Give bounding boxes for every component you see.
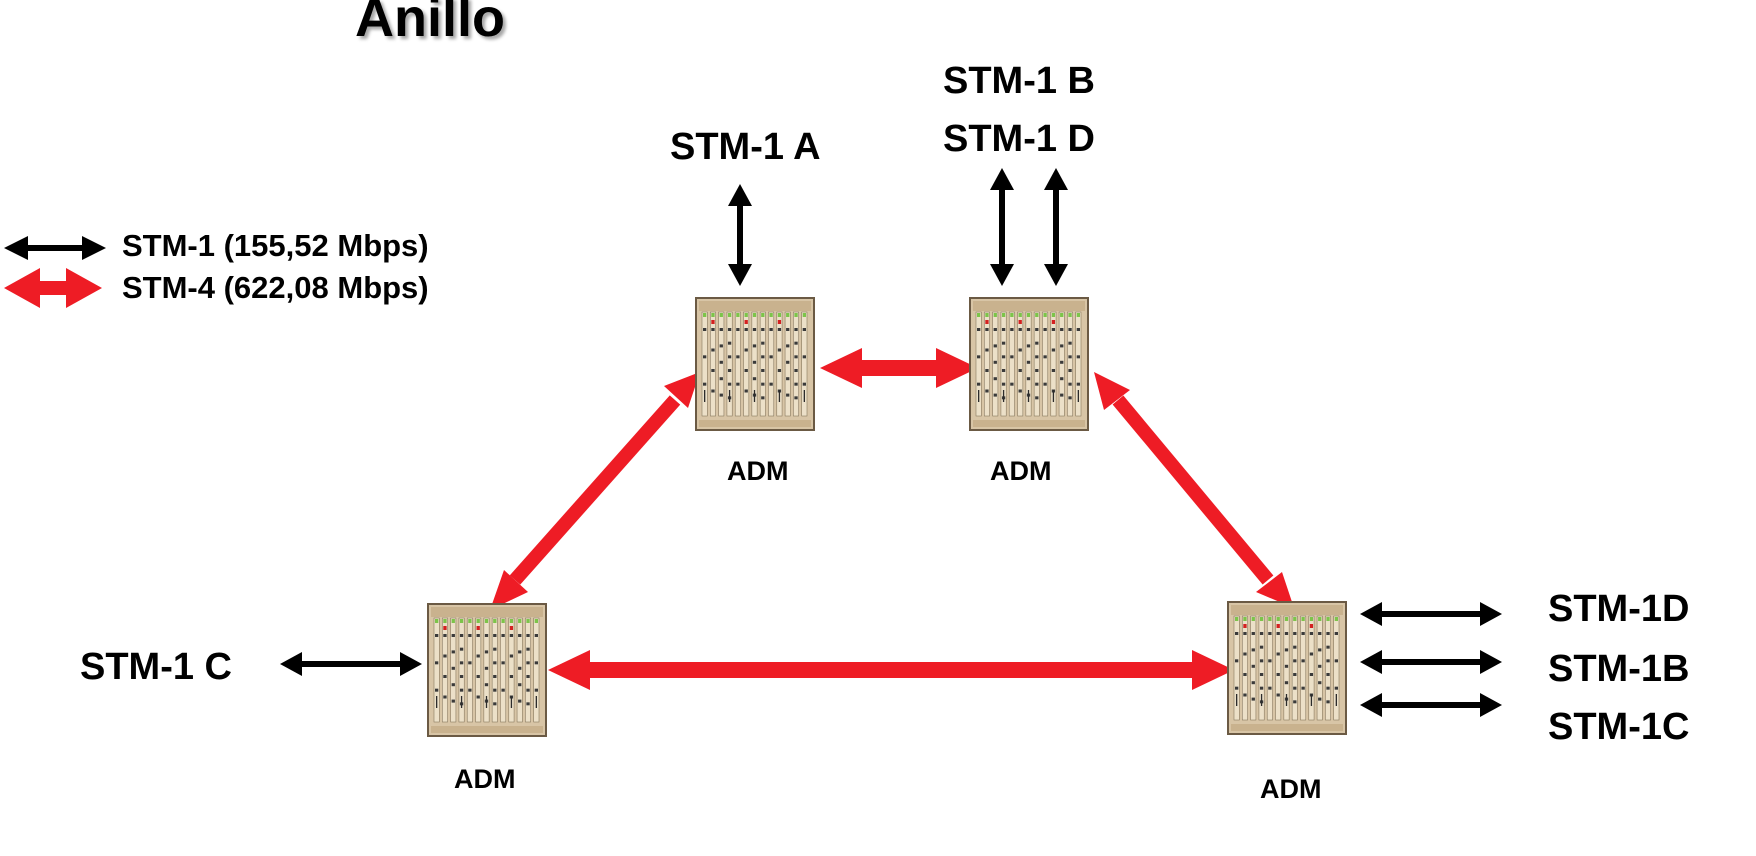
label-stm1-b-top: STM-1 B bbox=[943, 60, 1095, 102]
stm4-link-left bbox=[490, 372, 700, 610]
adm-rack-icon bbox=[1227, 601, 1347, 735]
stm1-arrow-d bbox=[1044, 168, 1068, 286]
page-title: Anillo bbox=[355, 0, 505, 48]
stm1-arrow-a bbox=[728, 184, 752, 286]
stm1-arrow-c-left bbox=[280, 652, 422, 676]
node-label-bottom-right: ADM bbox=[1260, 774, 1322, 804]
legend-stm1-arrow bbox=[4, 236, 106, 260]
adm-rack-icon bbox=[969, 297, 1089, 431]
node-label-top-right: ADM bbox=[990, 456, 1052, 486]
stm4-link-right bbox=[1094, 372, 1294, 608]
stm4-link-bottom bbox=[548, 650, 1234, 690]
legend-stm1-label: STM-1 (155,52 Mbps) bbox=[122, 228, 429, 263]
stm4-link-top bbox=[820, 348, 978, 388]
adm-rack-icon bbox=[427, 603, 547, 737]
label-stm1-c-left: STM-1 C bbox=[80, 646, 232, 688]
label-stm1-d-top: STM-1 D bbox=[943, 118, 1095, 160]
legend-stm4-arrow bbox=[4, 268, 102, 308]
stm1-arrow-d-right bbox=[1360, 602, 1502, 626]
stm1-arrow-b-right bbox=[1360, 650, 1502, 674]
label-stm1b-right: STM-1B bbox=[1548, 648, 1690, 690]
node-label-top-left: ADM bbox=[727, 456, 789, 486]
label-stm1-a: STM-1 A bbox=[670, 126, 821, 168]
stm1-arrow-b bbox=[990, 168, 1014, 286]
adm-rack-icon bbox=[695, 297, 815, 431]
label-stm1c-right: STM-1C bbox=[1548, 706, 1690, 748]
label-stm1d-right: STM-1D bbox=[1548, 588, 1690, 630]
node-label-bottom-left: ADM bbox=[454, 764, 516, 794]
legend-stm4-label: STM-4 (622,08 Mbps) bbox=[122, 270, 429, 305]
stm1-arrow-c-right bbox=[1360, 693, 1502, 717]
